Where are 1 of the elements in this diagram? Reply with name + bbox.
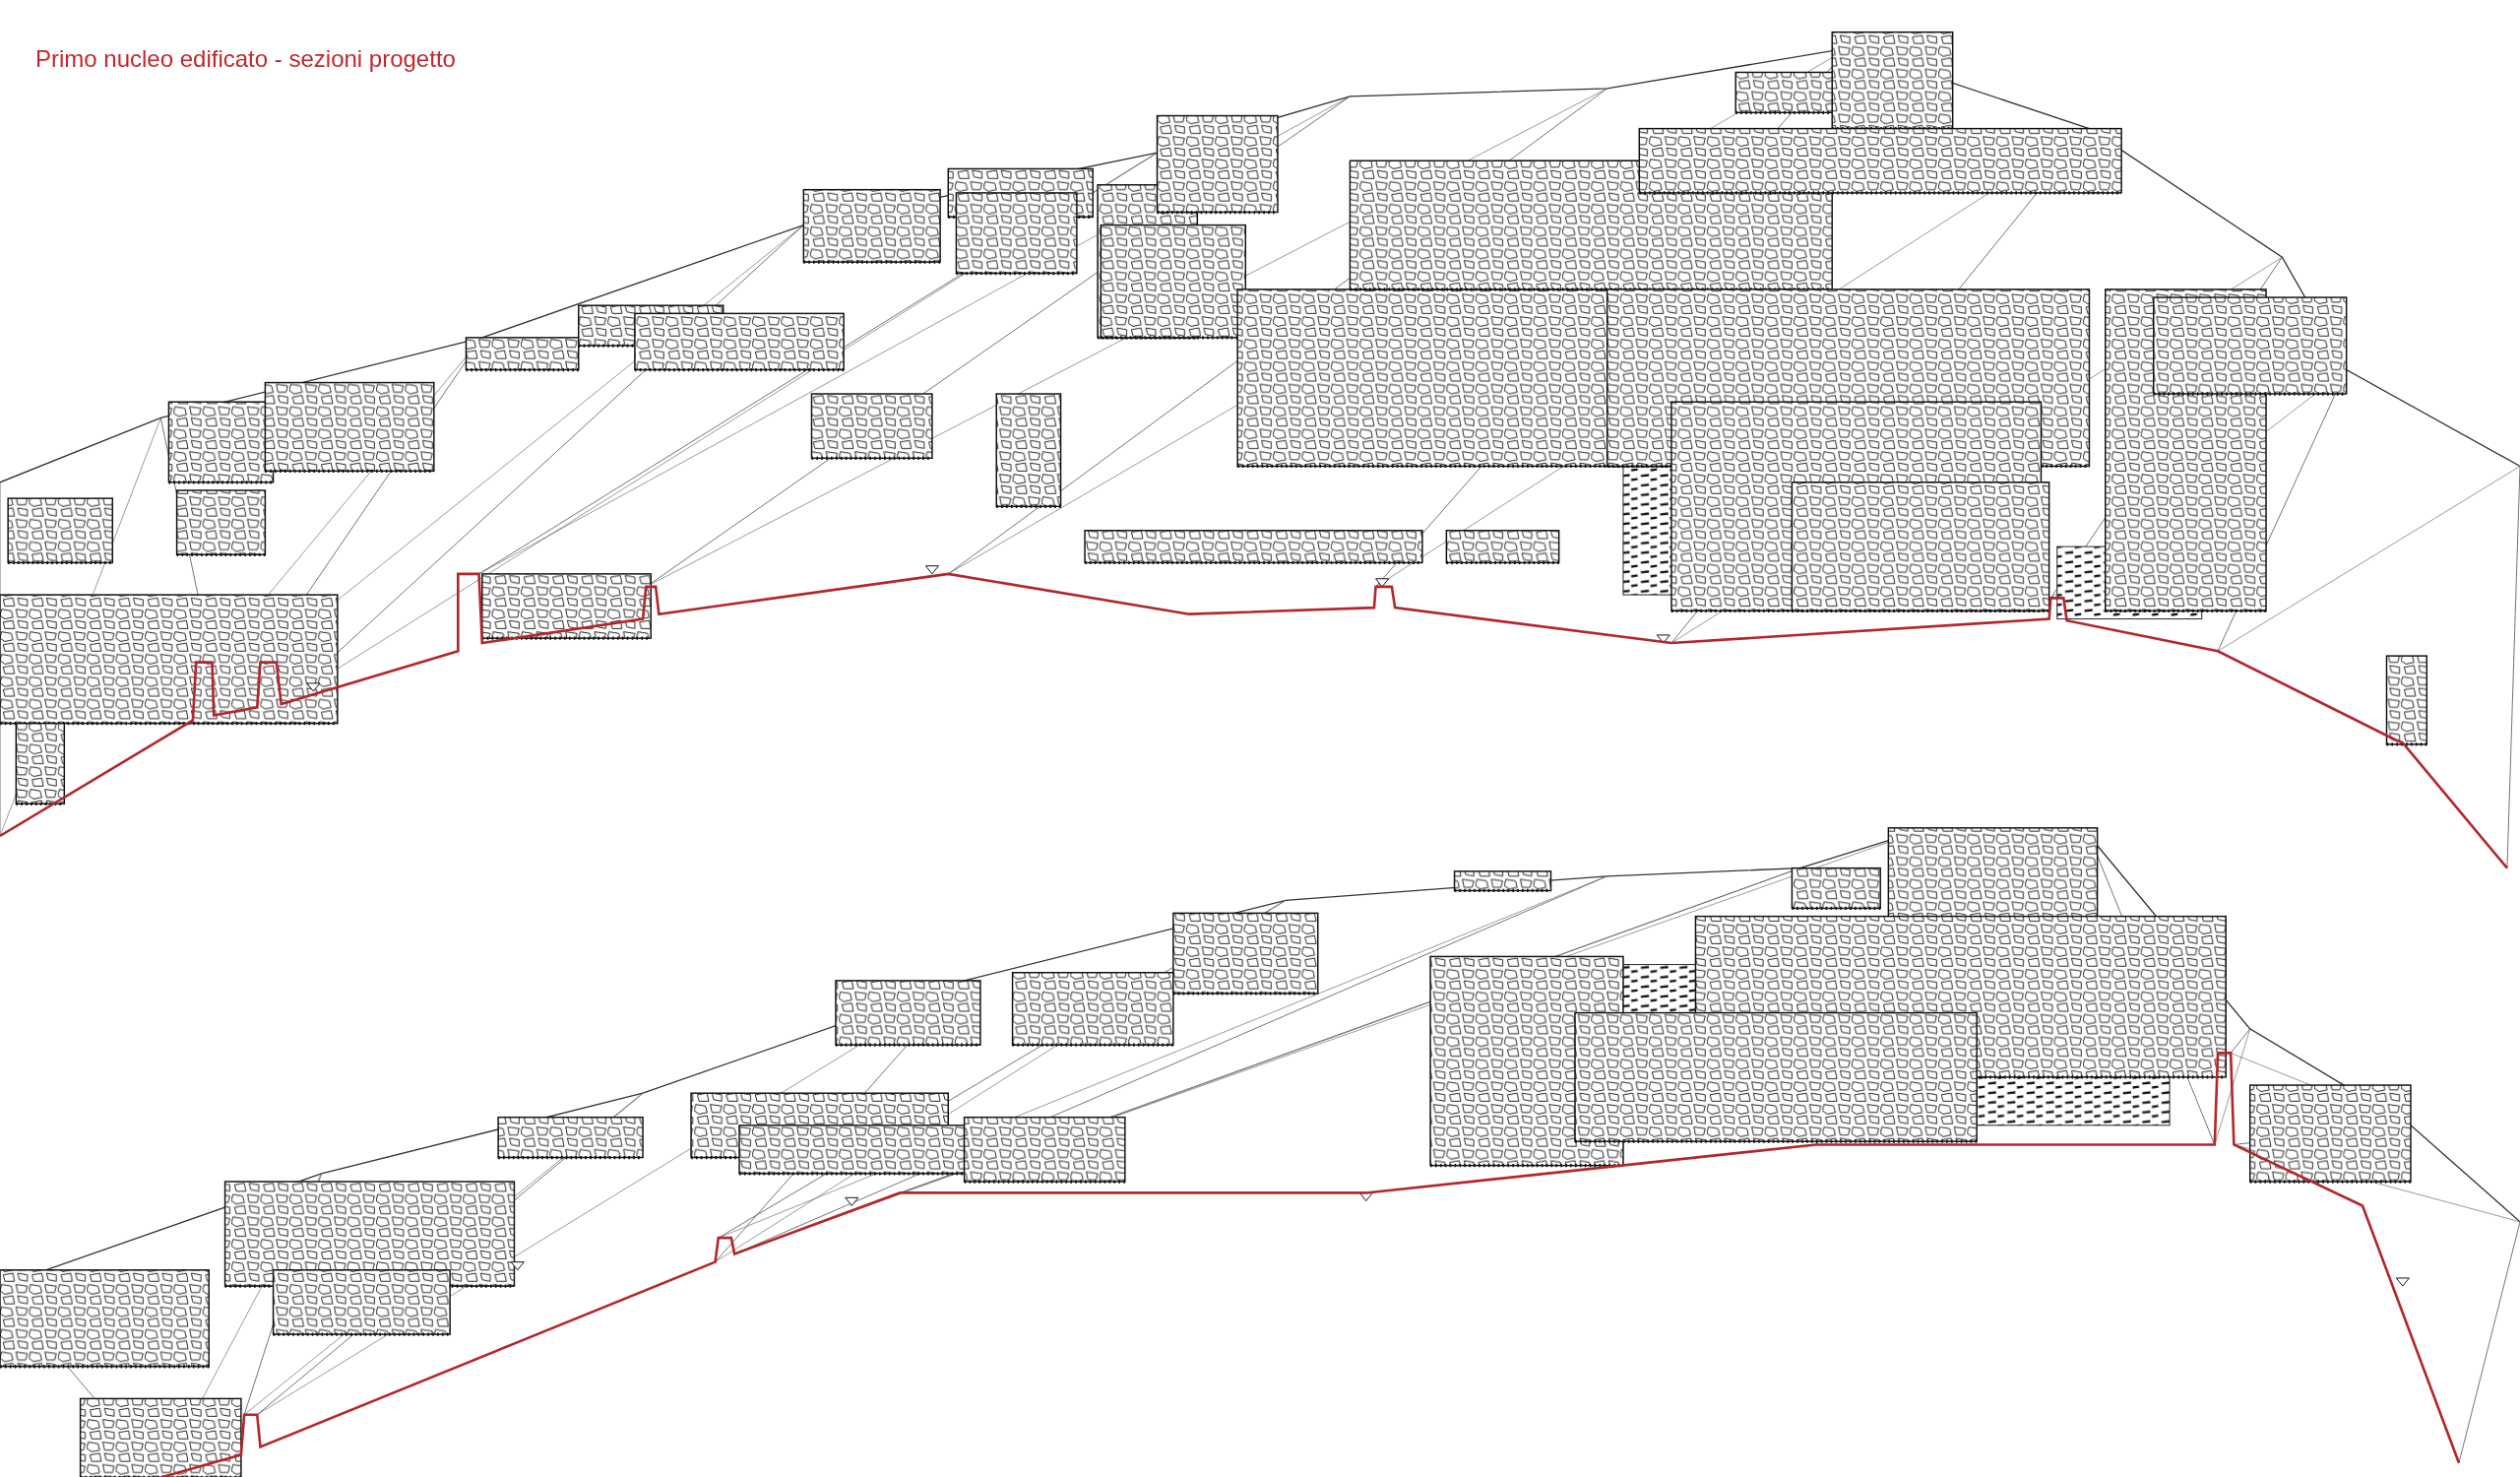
drawing-title: Primo nucleo edificato - sezioni progetto <box>35 45 456 73</box>
